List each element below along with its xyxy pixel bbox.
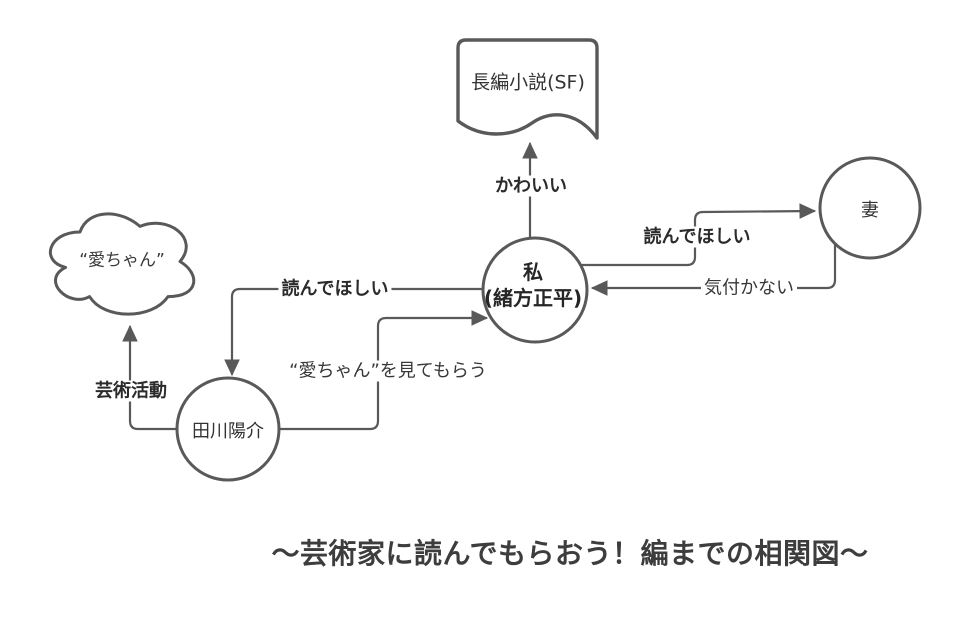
novel-node-label: 長編小説(SF) [471, 71, 585, 94]
edge-label-yondehoshii-tagawa: 読んでほしい [278, 278, 392, 300]
edge-label-aichan-misete: “愛ちゃん”を見てもらう [286, 360, 490, 382]
wife-node-label: 妻 [861, 200, 879, 221]
me-node-label: 私 (緒方正平) [483, 260, 583, 310]
tagawa-node-label: 田川陽介 [192, 421, 264, 442]
edge-me-to-tagawa [224, 287, 485, 377]
edge-label-kawaii: かわいい [492, 175, 570, 197]
novel-document-shape [456, 38, 599, 140]
edge-label-yondehoshii-wife: 読んでほしい [640, 226, 754, 248]
edge-tagawa-to-aichan [122, 324, 179, 431]
edge-label-kizukanai: 気付かない [701, 277, 797, 299]
edge-wife-to-me [590, 242, 837, 296]
aichan-cloud-shape [48, 212, 196, 316]
edge-label-geijutsu-katsudou: 芸術活動 [92, 380, 170, 402]
aichan-node-label: “愛ちゃん” [79, 250, 165, 271]
tagawa-circle-shape [175, 376, 281, 482]
me-circle-shape [481, 236, 589, 344]
wife-circle-shape [818, 156, 922, 260]
diagram-title: 〜芸術家に読んでもらおう！編までの相関図〜 [271, 537, 869, 570]
